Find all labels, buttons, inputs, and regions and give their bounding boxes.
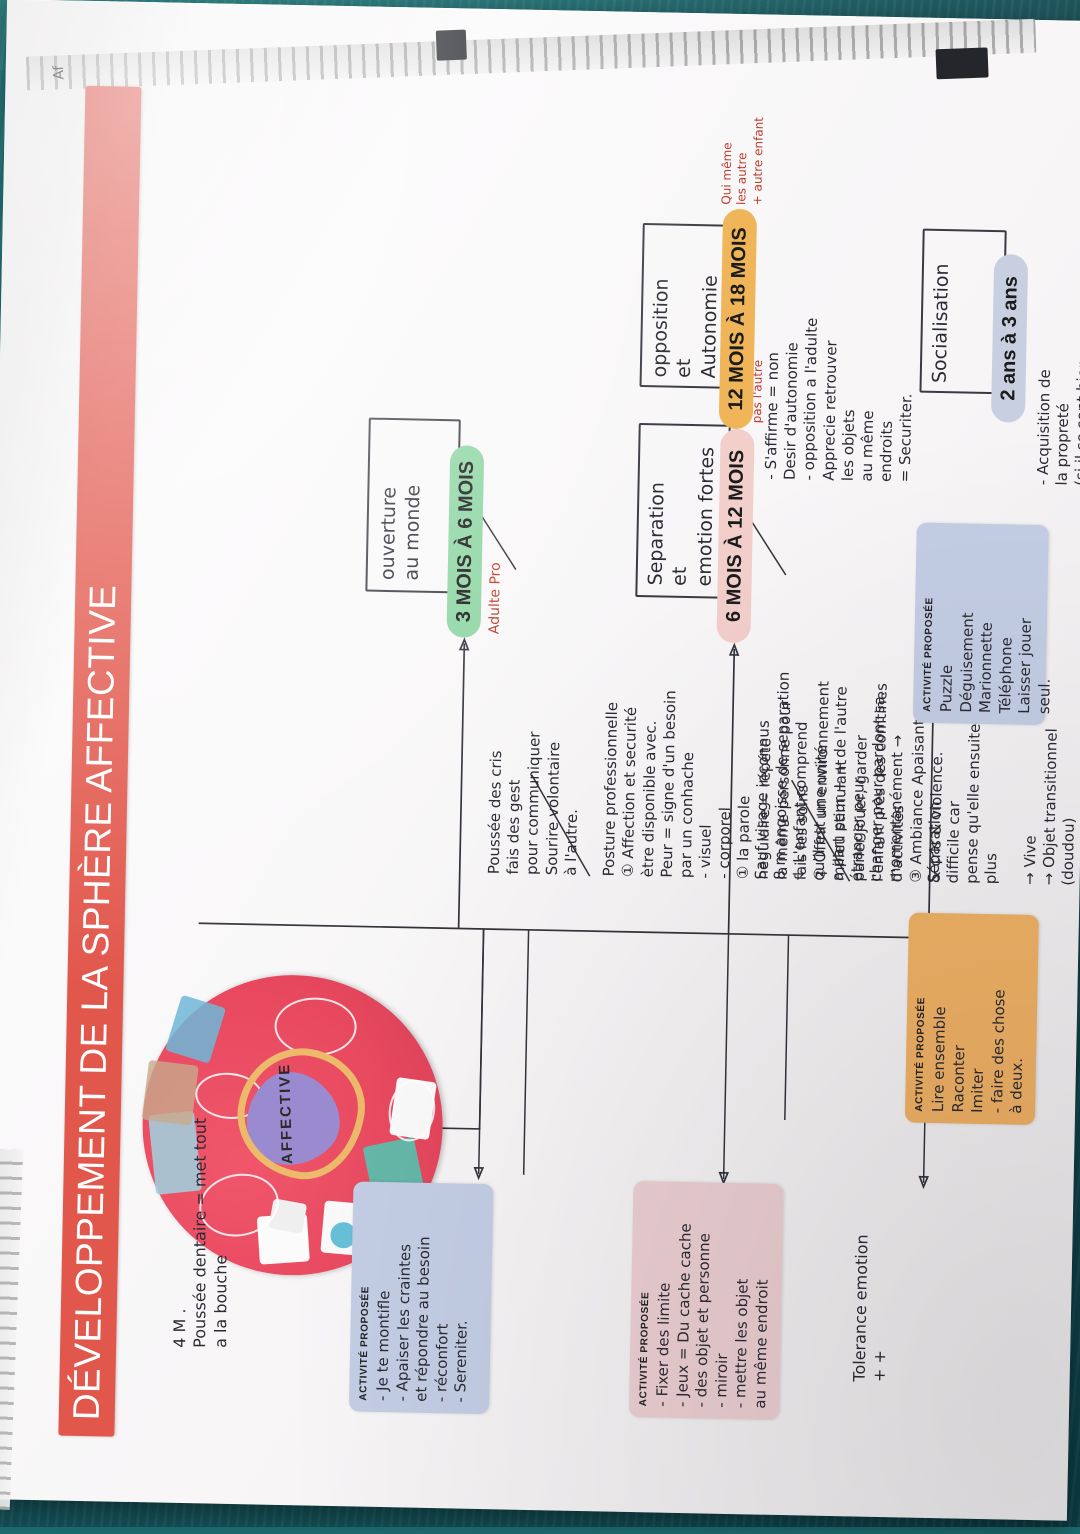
activity-card-body: Lire ensemble Raconter Imiter - faire de… <box>929 924 1030 1114</box>
stage-pill-6-12-mois[interactable]: 6 MOIS À 12 MOIS <box>716 429 754 644</box>
activity-card-2-3-ans[interactable]: ACTIVITÉ PROPOSÉE Puzzle Déguisement Mar… <box>913 523 1049 726</box>
activity-card-header: ACTIVITÉ PROPOSÉE <box>358 1193 373 1401</box>
activity-card-body: - Je te montifle - Apaiser les craintes … <box>373 1193 475 1403</box>
activity-card-header: ACTIVITÉ PROPOSÉE <box>914 924 929 1112</box>
activity-card-header: ACTIVITÉ PROPOSÉE <box>922 534 937 712</box>
activity-card-3-6-mois[interactable]: ACTIVITÉ PROPOSÉE - Je te montifle - Apa… <box>349 1181 494 1414</box>
stage-3-red-note: Qui même les autre + autre enfant <box>719 116 767 205</box>
stage-4-notes: - Acquisition de la propreté (si il se s… <box>1034 235 1080 489</box>
activity-card-12-18-mois[interactable]: ACTIVITÉ PROPOSÉE Lire ensemble Raconter… <box>905 912 1039 1125</box>
stage-3-notes: - S'affirme = non Desir d'autonomie - op… <box>762 230 920 483</box>
stage-3-heading: opposition et Autonomie <box>648 274 723 379</box>
stage-1-heading: ouverture au monde <box>376 484 427 581</box>
stage-4-heading: Socialisation <box>928 263 955 383</box>
corner-mark: Af <box>51 65 70 80</box>
stage-pill-12-18-mois[interactable]: 12 MOIS À 18 MOIS <box>719 209 757 430</box>
heart-label: AFFECTIVE <box>276 1070 296 1164</box>
stage-2-heading: Separation et emotion fortes <box>644 446 720 587</box>
activity-card-header: ACTIVITÉ PROPOSÉE <box>638 1192 653 1406</box>
activity-card-body: - Fixer des limite - Jeux = Du cache cac… <box>653 1193 774 1409</box>
heart-shape: AFFECTIVE <box>237 1059 357 1181</box>
highlight-ring-3 <box>274 997 357 1057</box>
stage-pill-2-3-ans[interactable]: 2 ans à 3 ans <box>991 254 1028 423</box>
note-canvas: DÉVELOPPEMENT DE LA SPHÈRE AFFECTIVE Af … <box>18 35 1056 1485</box>
activity-card-6-12-mois[interactable]: ACTIVITÉ PROPOSÉE - Fixer des limite - J… <box>629 1181 784 1420</box>
side-note-teething: 4 M . Poussée dentaire = met tout a la b… <box>170 1098 232 1348</box>
stage-pill-3-6-mois[interactable]: 3 MOIS À 6 MOIS <box>446 445 484 638</box>
bottom-note-tolerance: Tolerance emotion + + <box>850 1234 894 1382</box>
heart-outline <box>228 1039 373 1187</box>
activity-card-body: Puzzle Déguisement Marionnette Téléphone… <box>937 534 1058 714</box>
